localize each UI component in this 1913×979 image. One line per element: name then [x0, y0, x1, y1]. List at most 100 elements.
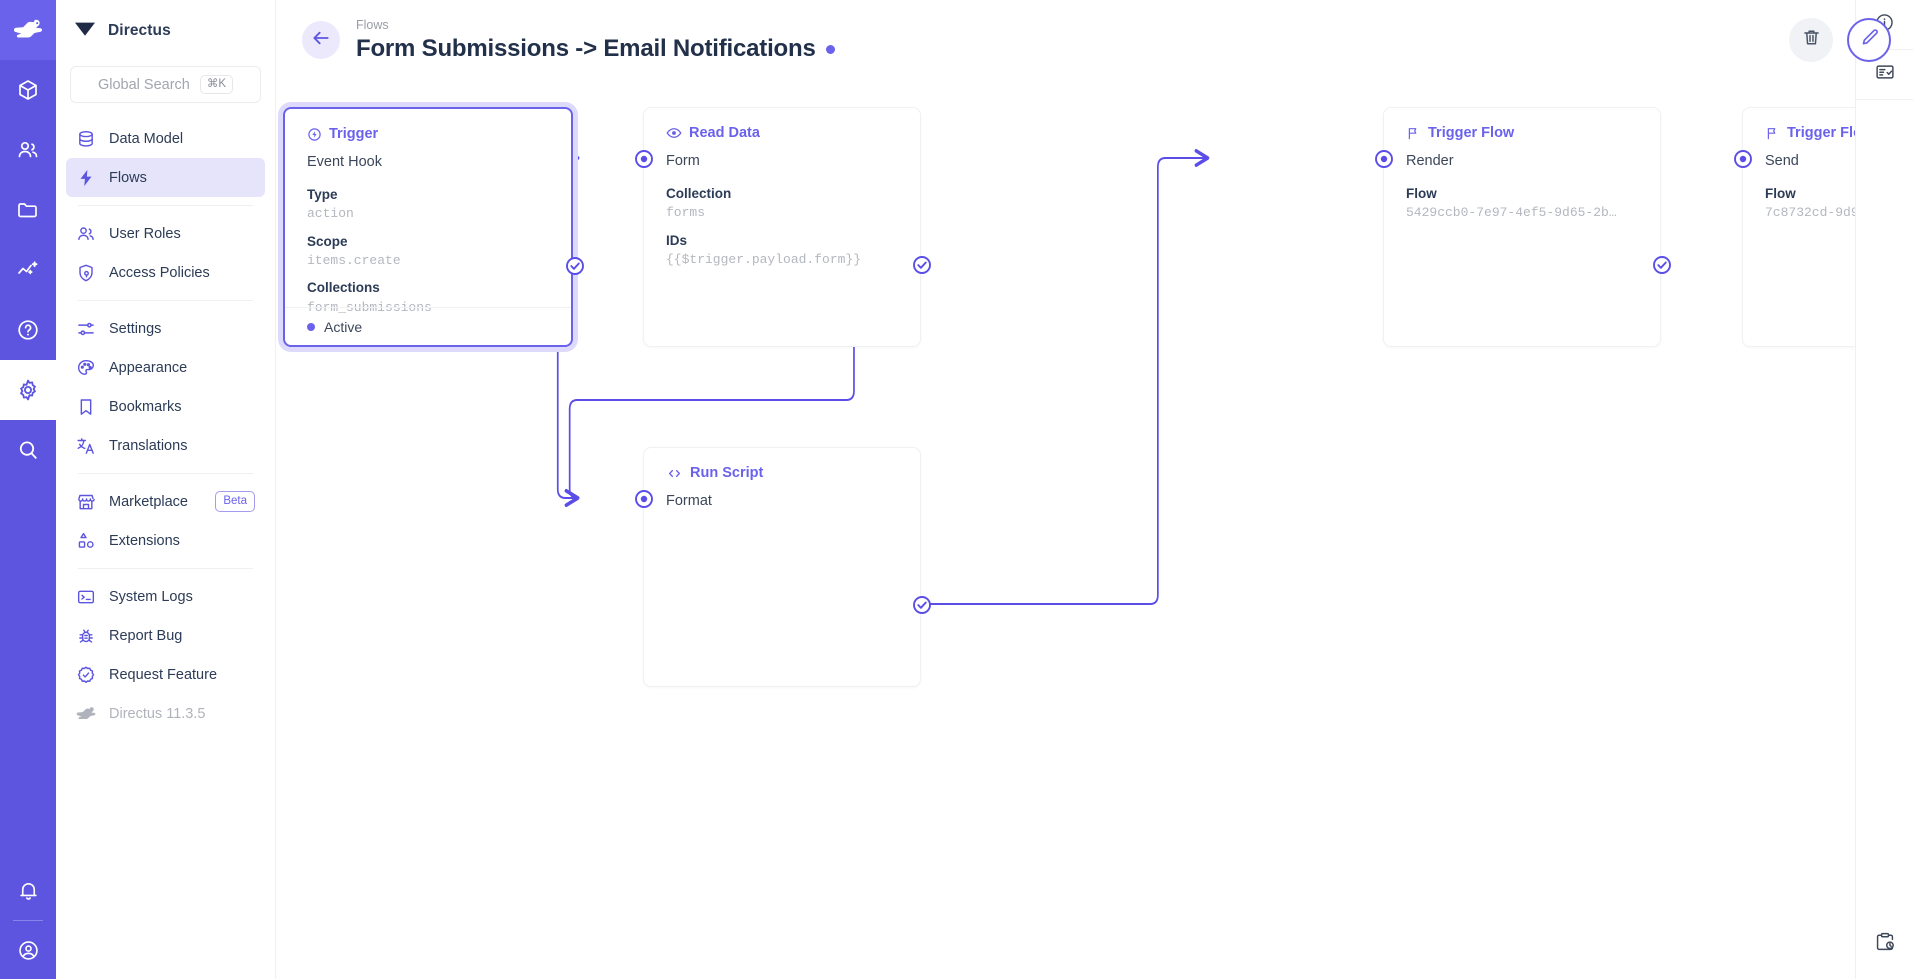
node-status-footer: Active [285, 307, 571, 345]
sidebar-item-label: Access Policies [109, 264, 210, 281]
sidebar-item-label: Data Model [109, 130, 184, 147]
back-arrow-icon [311, 28, 331, 53]
flow-node-trigger-flow-send[interactable]: Trigger FlowSendFlow 7c8732cd-9d9e-44be-a… [1734, 107, 1855, 347]
database-icon [76, 129, 96, 149]
global-search-input[interactable]: Global Search ⌘K [70, 66, 261, 103]
sidebar-item-directus-11-3-5: Directus 11.3.5 [66, 694, 265, 733]
box-icon [16, 78, 40, 102]
sidebar-divider-2 [78, 300, 253, 301]
node-name: Format [666, 493, 712, 509]
search-module-button[interactable] [0, 420, 56, 480]
header-actions [1789, 18, 1891, 62]
storefront-icon [76, 492, 96, 512]
users-icon [16, 138, 40, 162]
node-name: Event Hook [307, 154, 382, 170]
node-body: Format [644, 481, 920, 516]
node-output-handle[interactable] [565, 256, 585, 276]
insights-module-button[interactable] [0, 240, 56, 300]
title-block: Flows Form Submissions -> Email Notifica… [356, 17, 835, 64]
users-module-button[interactable] [0, 120, 56, 180]
module-rail [0, 0, 56, 979]
field-value: 7c8732cd-9d9e-44be-a3f6-89… [1765, 205, 1855, 221]
node-type-label: Trigger [329, 126, 379, 142]
node-input-handle[interactable] [1733, 149, 1753, 169]
node-output-handle[interactable] [1652, 255, 1672, 275]
sidebar-item-data-model[interactable]: Data Model [66, 119, 265, 158]
gear-icon [16, 378, 40, 402]
sidebar-item-system-logs[interactable]: System Logs [66, 577, 265, 616]
feature-check-icon [76, 665, 96, 685]
node-input-handle[interactable] [634, 149, 654, 169]
docs-module-button[interactable] [0, 300, 56, 360]
sidebar-item-translations[interactable]: Translations [66, 426, 265, 465]
logs-sidebar-button[interactable] [1856, 50, 1913, 99]
sidebar-item-settings[interactable]: Settings [66, 309, 265, 348]
sidebar-item-report-bug[interactable]: Report Bug [66, 616, 265, 655]
node-type-header: Trigger Flow [1743, 108, 1855, 141]
code-icon [666, 466, 683, 481]
back-button[interactable] [302, 21, 340, 59]
activity-log-button[interactable] [1856, 909, 1913, 979]
edit-flow-button[interactable] [1847, 18, 1891, 62]
brand-label: Directus [108, 22, 171, 39]
sidebar-item-user-roles[interactable]: User Roles [66, 214, 265, 253]
node-input-handle[interactable] [634, 489, 654, 509]
sidebar-item-label: Report Bug [109, 627, 183, 644]
settings-module-button[interactable] [0, 360, 56, 420]
rail-divider [13, 920, 43, 921]
flag-icon [1406, 126, 1421, 141]
field-label: Type [307, 187, 338, 202]
sidebar-item-label: Translations [109, 437, 188, 454]
sidebar-item-label: Settings [109, 320, 162, 337]
content-module-button[interactable] [0, 60, 56, 120]
node-name: Send [1765, 153, 1799, 169]
bug-icon [76, 626, 96, 646]
account-button[interactable] [0, 921, 56, 979]
bolt-icon [76, 168, 96, 188]
rabbit-icon [76, 704, 96, 724]
field-value: {{$trigger.payload.form}} [666, 251, 862, 267]
extensions-icon [76, 531, 96, 551]
node-input-handle[interactable] [1374, 149, 1394, 169]
search-placeholder: Global Search [97, 76, 190, 93]
sidebar-item-label: Extensions [109, 532, 180, 549]
breadcrumb[interactable]: Flows [356, 17, 389, 32]
sidebar-item-access-policies[interactable]: Access Policies [66, 253, 265, 292]
rb-divider-2 [1855, 99, 1913, 100]
delete-flow-button[interactable] [1789, 18, 1833, 62]
node-output-handle[interactable] [912, 255, 932, 275]
node-type-header: Trigger Flow [1384, 108, 1660, 141]
sidebar-item-appearance[interactable]: Appearance [66, 348, 265, 387]
node-type-header: Trigger [285, 109, 571, 142]
node-type-label: Trigger Flow [1428, 125, 1515, 141]
files-module-button[interactable] [0, 180, 56, 240]
sidebar-brand: Directus [56, 0, 275, 62]
account-circle-icon [17, 939, 40, 962]
directus-mark-icon [74, 21, 96, 42]
status-badge: Active [324, 318, 363, 335]
notifications-button[interactable] [0, 860, 56, 920]
sidebar-item-flows[interactable]: Flows [66, 158, 265, 197]
node-type-header: Read Data [644, 108, 920, 141]
checklist-icon [1874, 61, 1896, 88]
sidebar-item-bookmarks[interactable]: Bookmarks [66, 387, 265, 426]
right-sidebar [1855, 0, 1913, 979]
node-output-handle[interactable] [912, 595, 932, 615]
field-label: Collection [666, 186, 732, 201]
bell-icon [17, 879, 40, 902]
trash-icon [1801, 27, 1822, 53]
field-label: Flow [1765, 186, 1796, 201]
sidebar-item-extensions[interactable]: Extensions [66, 521, 265, 560]
flag-icon [1765, 126, 1780, 141]
directus-logo-button[interactable] [0, 0, 56, 60]
page-title: Form Submissions -> Email Notifications [356, 35, 816, 63]
sidebar-item-request-feature[interactable]: Request Feature [66, 655, 265, 694]
